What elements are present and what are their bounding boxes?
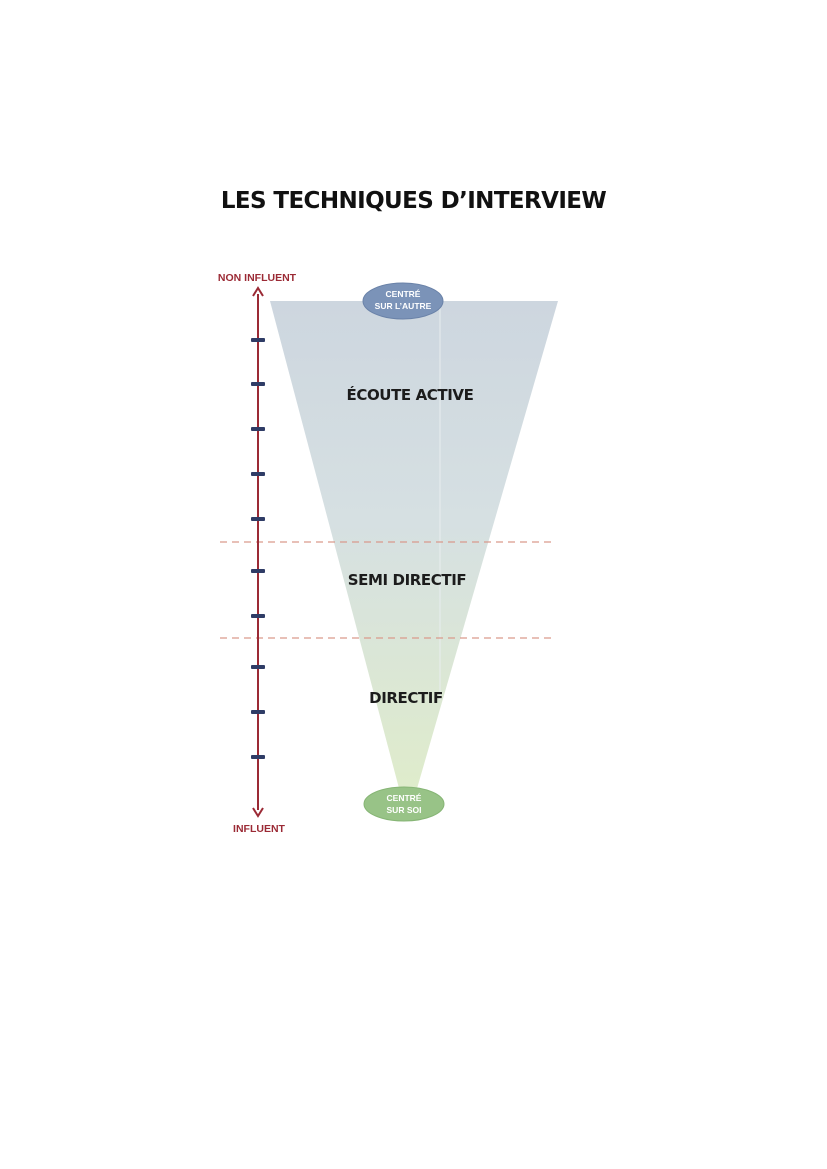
badge-bottom-ellipse [363, 786, 445, 822]
axis-ticks [251, 338, 265, 759]
page-title: LES TECHNIQUES D’INTERVIEW [220, 188, 607, 214]
axis-tick [251, 427, 265, 431]
axis-tick [251, 338, 265, 342]
axis-tick [251, 517, 265, 521]
scale-bottom-label: INFLUENT [233, 823, 285, 835]
scale-top-label: NON INFLUENT [218, 272, 297, 284]
axis-tick [251, 710, 265, 714]
badge-top-line2: SUR L’AUTRE [375, 301, 432, 311]
zone-label-semi-directif: SEMI DIRECTIF [348, 571, 466, 589]
badge-top-ellipse [362, 282, 444, 320]
badge-bottom: CENTRÉ SUR SOI [363, 786, 445, 822]
axis-arrow-up [252, 286, 264, 297]
axis-tick [251, 665, 265, 669]
axis-arrow-down [252, 807, 264, 818]
axis-tick [251, 614, 265, 618]
axis-tick [251, 755, 265, 759]
axis-tick [251, 472, 265, 476]
badge-bottom-line1: CENTRÉ [387, 793, 422, 803]
axis-tick [251, 382, 265, 386]
badge-top: CENTRÉ SUR L’AUTRE [362, 282, 444, 320]
funnel-shape [270, 301, 558, 792]
badge-top-line1: CENTRÉ [386, 289, 421, 299]
badge-bottom-line2: SUR SOI [387, 805, 422, 815]
zone-label-directif: DIRECTIF [369, 689, 443, 707]
zone-label-ecoute-active: ÉCOUTE ACTIVE [347, 385, 474, 404]
axis-tick [251, 569, 265, 573]
